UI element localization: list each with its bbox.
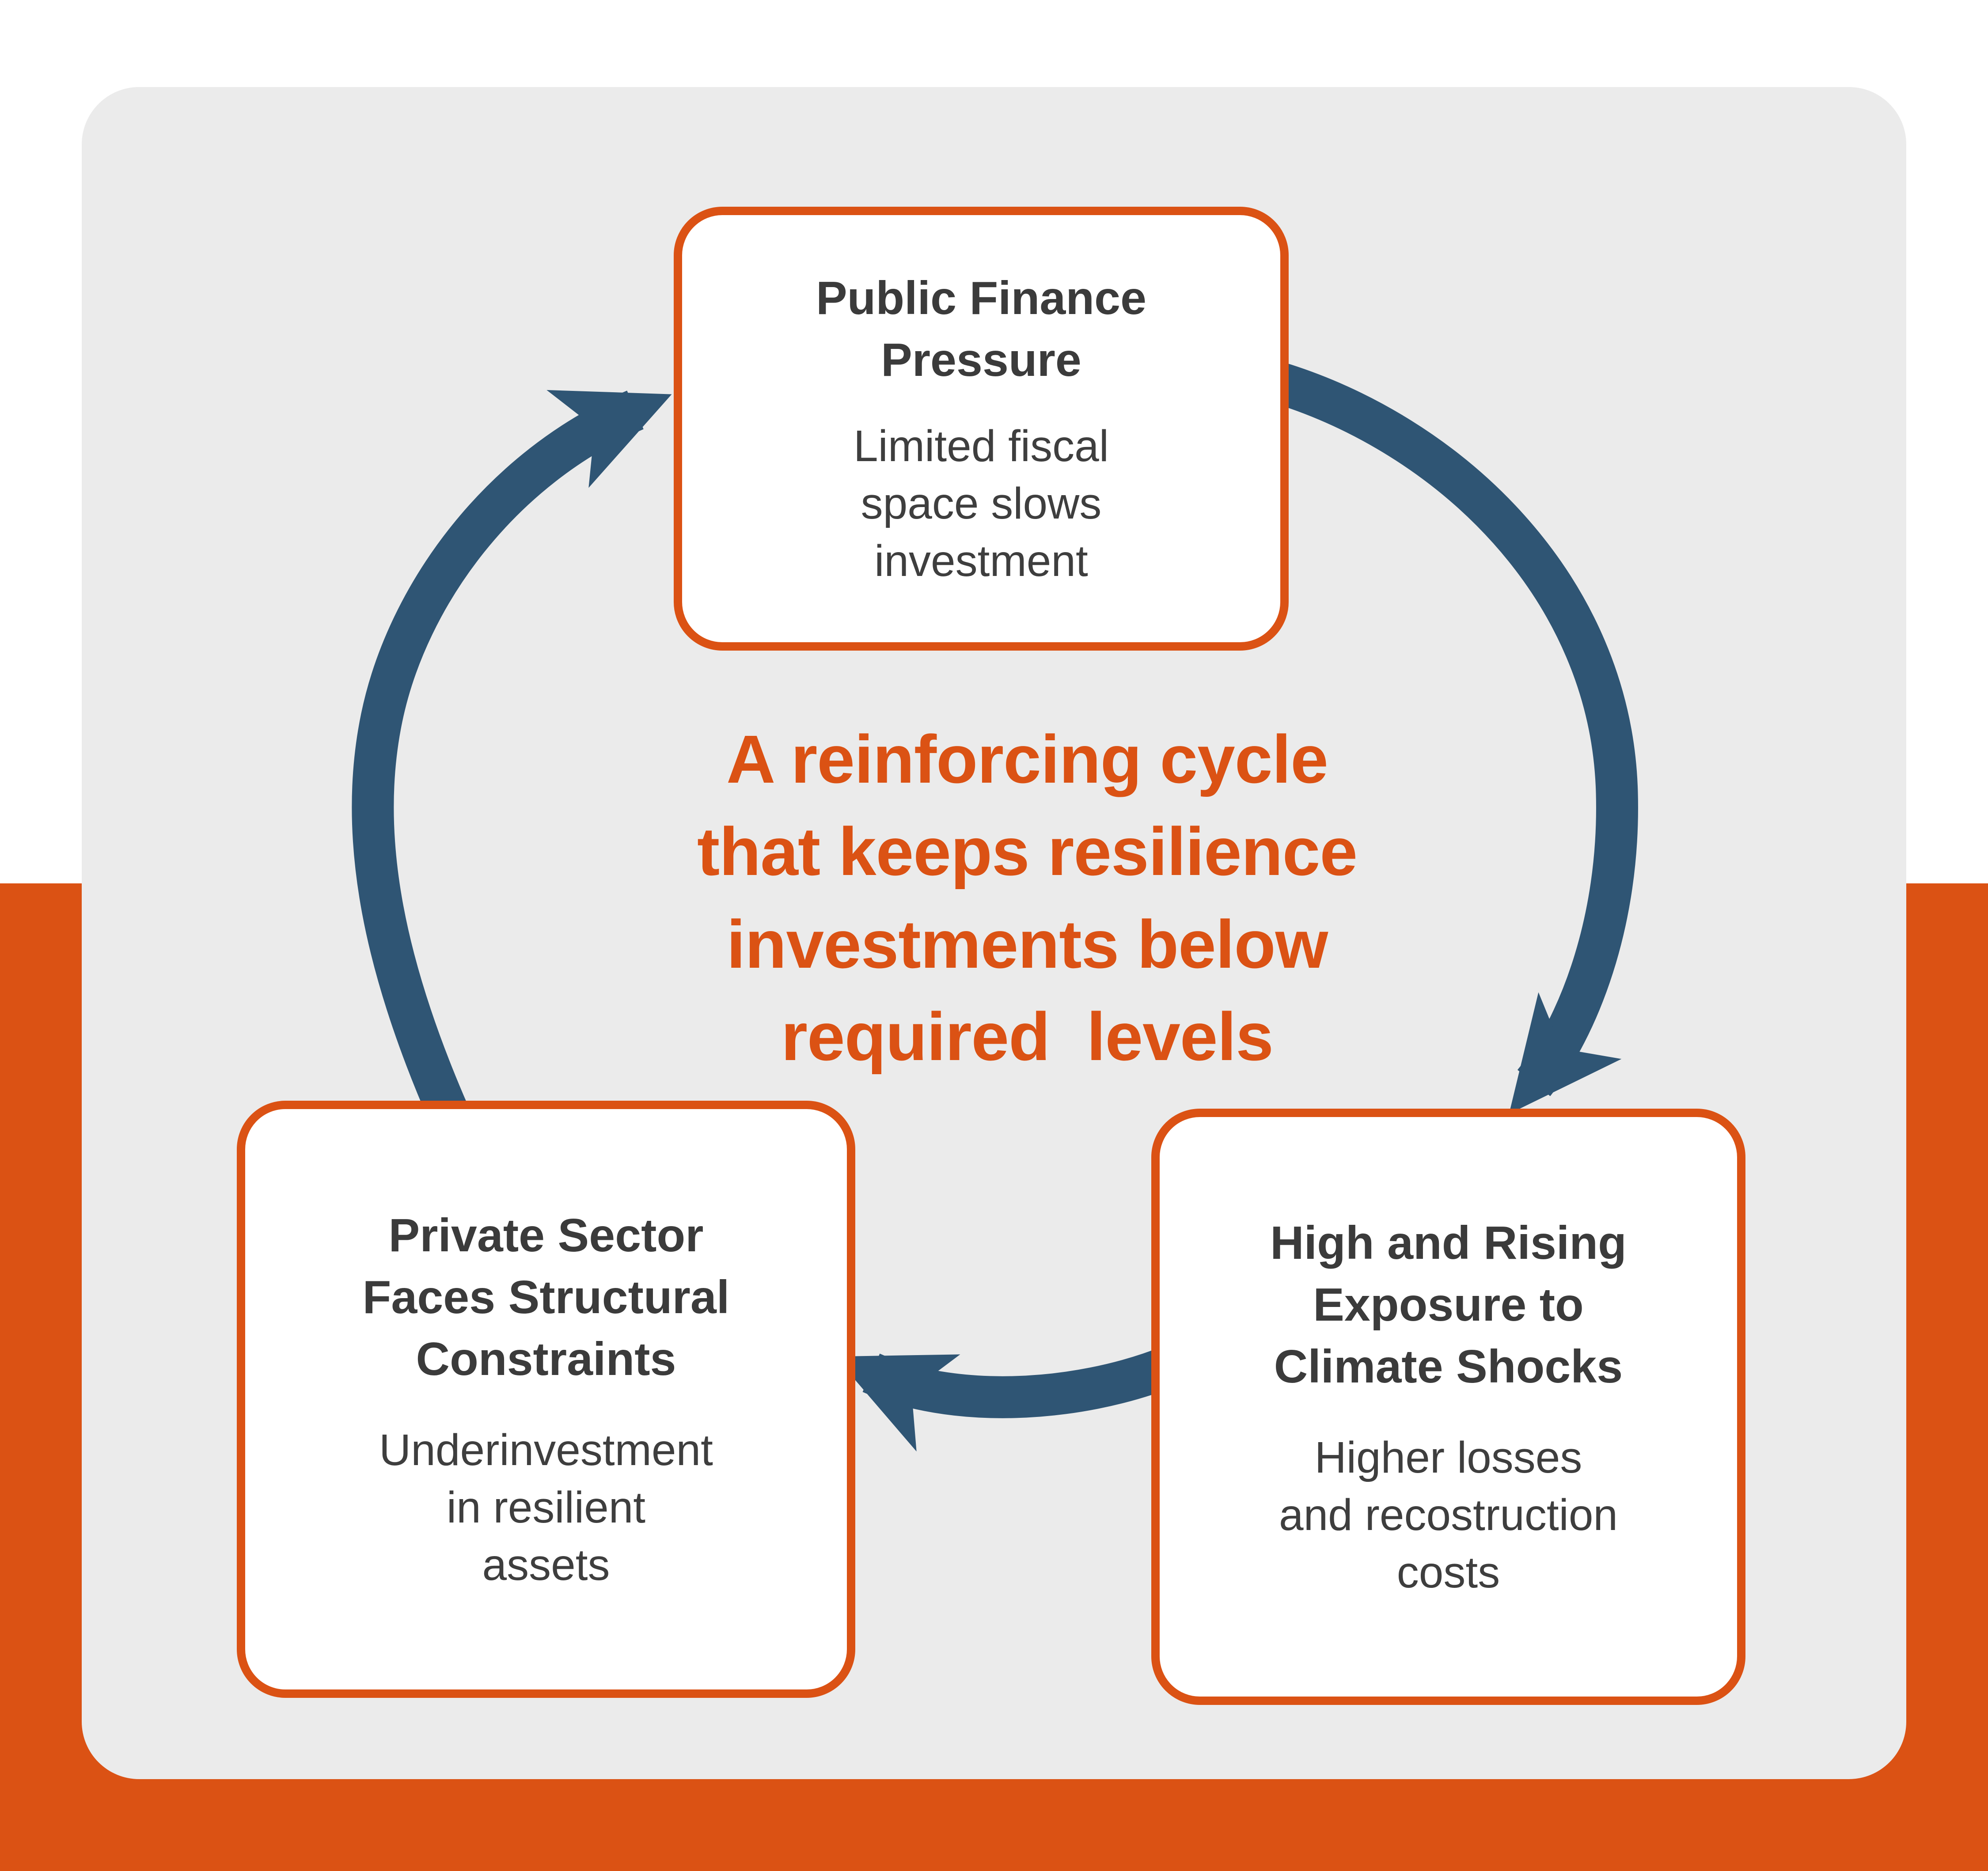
node-title: Private Sector Faces Structural Constrai… [362,1209,730,1385]
node-title: High and Rising Exposure to Climate Shoc… [1270,1217,1627,1393]
node-private-sector-constraints: Private Sector Faces Structural Constrai… [237,1101,855,1698]
node-body: Limited fiscal space slows investment [854,421,1109,586]
node-body: Underinvestment in resilient assets [379,1425,713,1590]
node-public-finance-pressure: Public Finance Pressure Limited fiscal s… [674,207,1289,651]
node-climate-shock-exposure: High and Rising Exposure to Climate Shoc… [1151,1109,1745,1705]
node-title: Public Finance Pressure [816,272,1147,386]
cycle-arrow-bottom-icon [835,1346,1179,1452]
center-message: A reinforcing cycle that keeps resilienc… [697,721,1358,1075]
cycle-arrow-left-icon [352,390,672,1121]
node-body: Higher losses and recostruction costs [1279,1432,1618,1597]
cycle-arrow-right-icon [1266,360,1638,1114]
